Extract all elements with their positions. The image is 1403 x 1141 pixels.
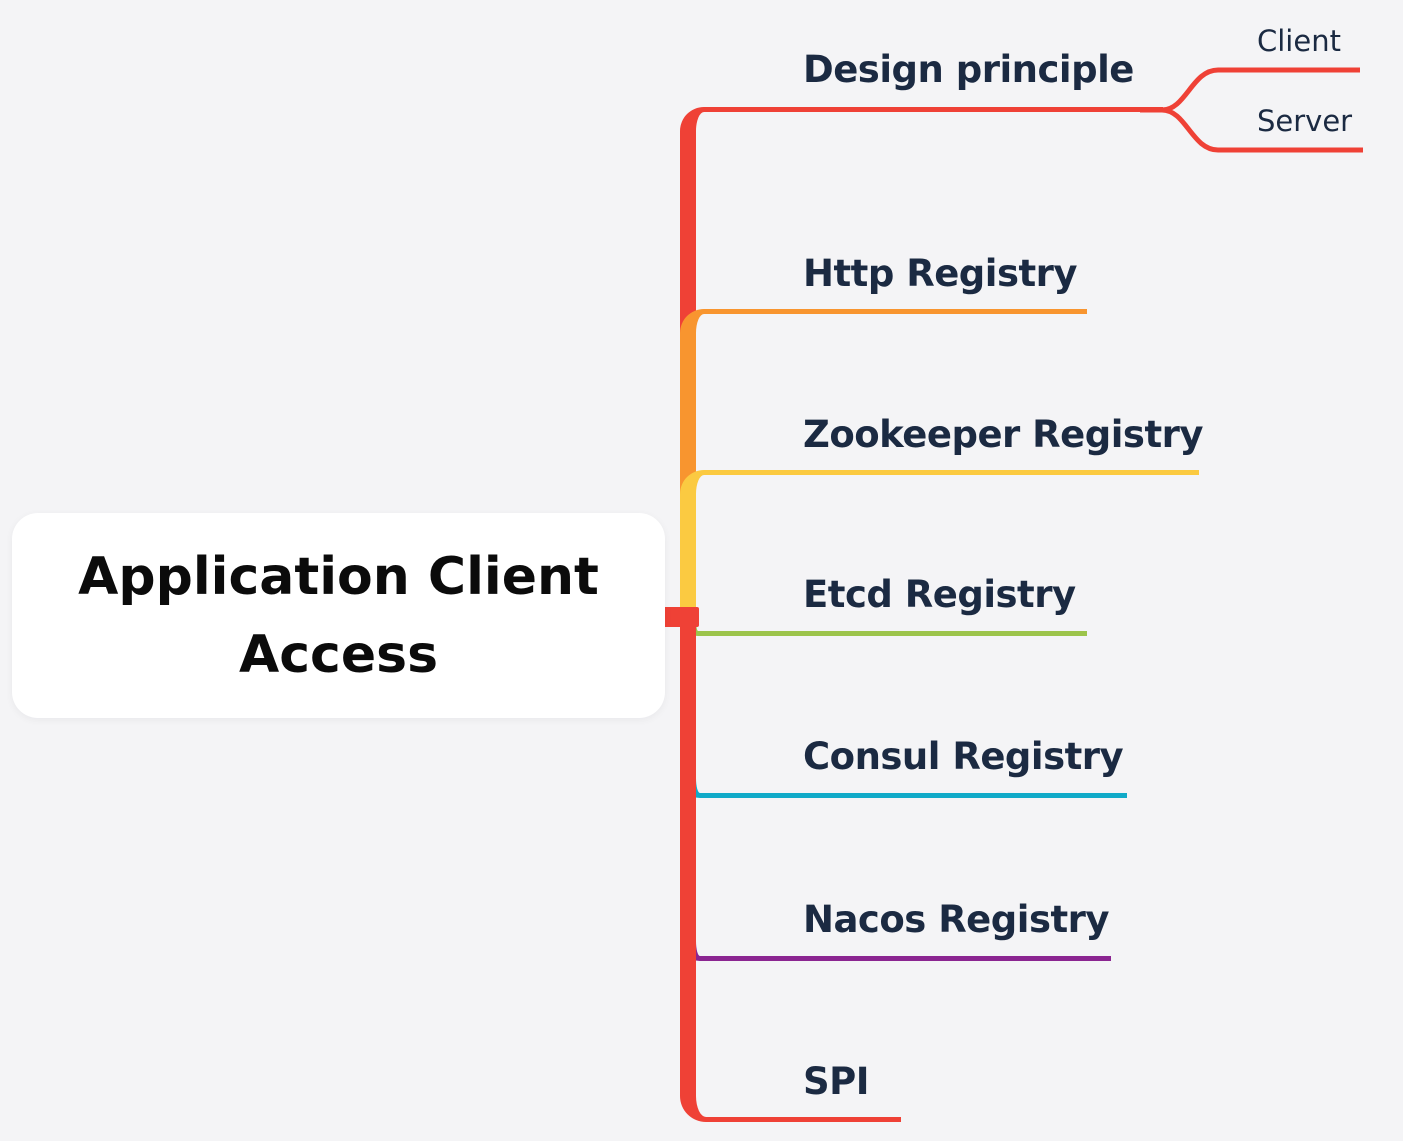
central-topic-node[interactable]: Application Client Access <box>12 513 665 718</box>
subbranch-line-server <box>1140 107 1363 153</box>
branch-line-http-registry <box>680 309 1087 612</box>
branch-label-zookeeper-registry[interactable]: Zookeeper Registry <box>803 413 1204 456</box>
subbranch-label-client[interactable]: Client <box>1257 24 1341 58</box>
branch-line-spi <box>680 610 901 1122</box>
branch-label-http-registry[interactable]: Http Registry <box>803 252 1078 295</box>
branch-label-spi[interactable]: SPI <box>803 1060 870 1103</box>
branch-label-etcd-registry[interactable]: Etcd Registry <box>803 573 1076 616</box>
branch-label-design-principle[interactable]: Design principle <box>803 48 1134 91</box>
branch-label-consul-registry[interactable]: Consul Registry <box>803 735 1124 778</box>
branch-label-nacos-registry[interactable]: Nacos Registry <box>803 898 1110 941</box>
subbranch-label-server[interactable]: Server <box>1257 104 1353 138</box>
branch-line-design-principle <box>680 107 1163 612</box>
design-principle-fork-connector <box>1140 50 1380 160</box>
fork-curves-svg <box>1140 67 1363 153</box>
central-topic-title: Application Client Access <box>78 546 599 685</box>
